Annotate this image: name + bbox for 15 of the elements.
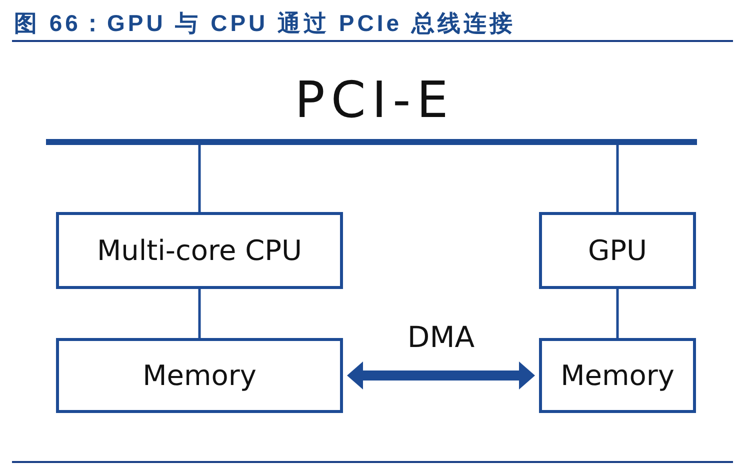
figure-title: 图 66：GPU 与 CPU 通过 PCIe 总线连接 bbox=[14, 9, 516, 37]
process-box bbox=[56, 212, 343, 289]
box-label: GPU bbox=[588, 234, 648, 266]
connector-line bbox=[198, 145, 201, 212]
box-label: Memory bbox=[560, 360, 674, 392]
bus-label: PCI-E bbox=[294, 72, 454, 128]
box-label: Multi-core CPU bbox=[96, 234, 302, 266]
process-box bbox=[56, 338, 343, 413]
box-label: Memory bbox=[142, 360, 256, 392]
process-box bbox=[539, 212, 696, 289]
process-box bbox=[539, 338, 696, 413]
connector-line bbox=[198, 289, 201, 338]
connector-line bbox=[616, 145, 619, 212]
connector-line bbox=[616, 289, 619, 338]
double-arrow bbox=[347, 362, 535, 390]
